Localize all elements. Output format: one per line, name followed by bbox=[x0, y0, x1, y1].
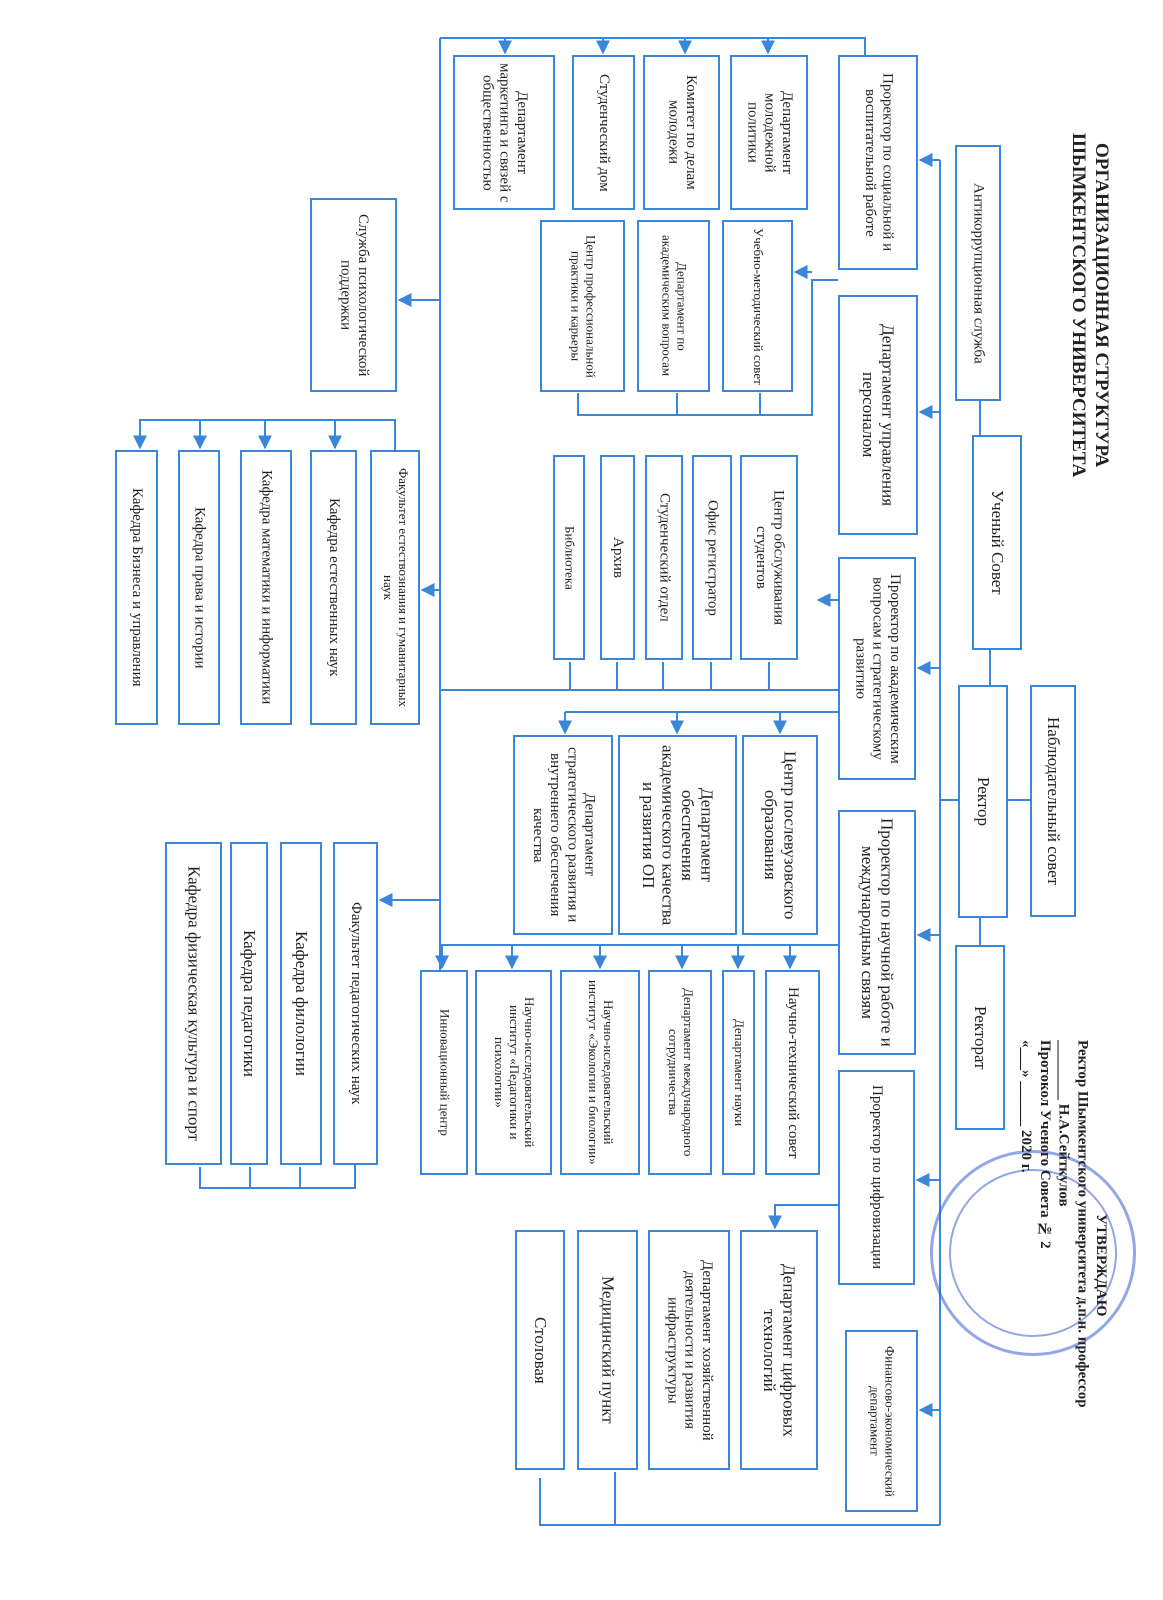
approval-line: Ректор Шымкентского университета д.п.н. … bbox=[1074, 1040, 1091, 1408]
department-chair: Кафедра Бизнеса и управления bbox=[115, 450, 158, 725]
rectorate: Ректорат bbox=[955, 945, 1005, 1130]
academic-unit: Департамент стратегического развития и в… bbox=[513, 735, 613, 935]
academic-council: Ученый Совет bbox=[972, 435, 1022, 650]
rector: Ректор bbox=[958, 685, 1008, 918]
department-chair: Кафедра физическая культура и спорт bbox=[165, 842, 222, 1165]
faculty-pedagogy: Факультет педагогических наук bbox=[333, 842, 378, 1165]
science-unit: Департамент науки bbox=[722, 970, 755, 1175]
social-unit: Департамент молодежной политики bbox=[730, 55, 808, 210]
approval-block: УТВЕРЖДАЮ Ректор Шымкентского университе… bbox=[985, 1040, 1110, 1490]
approval-header: УТВЕРЖДАЮ bbox=[1093, 1213, 1109, 1317]
digital-unit: Департамент хозяйственной деятельности и… bbox=[648, 1230, 730, 1470]
academic-unit: Центр обслуживания студентов bbox=[740, 455, 798, 660]
academic-unit: Департамент по академическим вопросам bbox=[637, 220, 710, 392]
department-chair: Кафедра педагогики bbox=[230, 842, 268, 1165]
digital-unit: Столовая bbox=[515, 1230, 565, 1470]
social-unit: Комитет по делам молодежи bbox=[643, 55, 720, 210]
department-chair: Кафедра математики и информатики bbox=[240, 450, 292, 725]
academic-unit: Офис регистратор bbox=[692, 455, 732, 660]
department-chair: Кафедра естественных наук bbox=[310, 450, 357, 725]
page-title: ОРГАНИЗАЦИОННАЯ СТРУКТУРА ШЫМКЕНТСКОГО У… bbox=[1068, 132, 1112, 478]
department-chair: Кафедра филологии bbox=[280, 842, 322, 1165]
academic-unit: Архив bbox=[600, 455, 635, 660]
digital-unit: Медицинский пункт bbox=[577, 1230, 638, 1470]
approval-line: ________ Н.А.Сейткулов bbox=[1055, 1040, 1072, 1207]
science-unit: Научно-исследовательский институт «Педаг… bbox=[475, 970, 552, 1175]
academic-unit: Студенческий отдел bbox=[645, 455, 683, 660]
academic-unit: Центр профессиональной практики и карьер… bbox=[540, 220, 625, 392]
social-unit: Студенческий дом bbox=[572, 55, 635, 210]
approval-line: «___» ______ 2020 г. bbox=[1018, 1040, 1034, 1173]
vp-social: Проректор по социальной и воспитательной… bbox=[838, 55, 918, 270]
anticorruption-service: Антикоррупционная служба bbox=[955, 145, 1001, 401]
hr-department: Департамент управления персоналом bbox=[838, 295, 918, 535]
science-unit: Научно-технический совет bbox=[765, 970, 820, 1175]
approval-line: Протокол Ученого Совета № 2 bbox=[1036, 1040, 1053, 1249]
academic-unit: Учебно-методический совет bbox=[722, 220, 793, 392]
psych-support-service: Служба психологической поддержки bbox=[310, 198, 397, 392]
digital-unit: Департамент цифровых технологий bbox=[740, 1230, 818, 1470]
academic-unit: Центр послевузовского образования bbox=[742, 735, 818, 935]
department-chair: Кафедра права и истории bbox=[178, 450, 220, 725]
finance-department: Финансово-экономический департамент bbox=[845, 1330, 918, 1512]
vp-digital: Проректор по цифровизации bbox=[838, 1070, 915, 1285]
official-seal bbox=[930, 1150, 1136, 1356]
academic-unit: Библиотека bbox=[553, 455, 585, 660]
science-unit: Научно-иследовательский институт «Эколог… bbox=[560, 970, 640, 1175]
social-unit: Департамент маркетинга и связей с общест… bbox=[453, 55, 555, 210]
science-unit: Департамент международного сотрудничеств… bbox=[648, 970, 712, 1175]
faculty-natural-sciences: Факультет естествознания и гуманитарных … bbox=[370, 450, 420, 725]
science-unit: Инновационный центр bbox=[420, 970, 468, 1175]
academic-unit: Департамент обеспечения академического к… bbox=[618, 735, 737, 935]
vp-academic: Проректор по академическим вопросам и ст… bbox=[838, 557, 916, 780]
supervisory-board: Наблюдательный совет bbox=[1030, 685, 1076, 917]
vp-science: Проректор по научной работе и международ… bbox=[838, 810, 916, 1055]
